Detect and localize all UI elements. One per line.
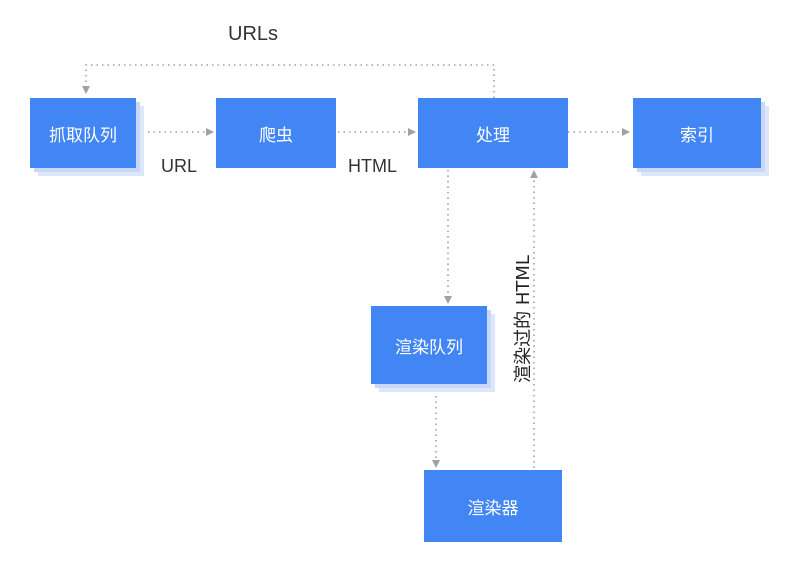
crawl-queue-label: 抓取队列 [30,98,136,168]
render-queue-node: 渲染队列 [371,306,495,394]
html-edge-label: HTML [348,156,397,176]
crawler-node: 爬虫 [216,98,336,168]
urls-edge-label: URLs [228,23,279,45]
index-label: 索引 [633,98,761,168]
processing-node: 处理 [418,98,568,168]
rendered-html-edge-label: 渲染过的 HTML [513,255,534,383]
renderer-label: 渲染器 [424,470,562,542]
crawl-queue-node: 抓取队列 [30,98,144,178]
crawler-label: 爬虫 [216,98,336,168]
arrow-urls-feedback [82,64,495,98]
url-edge-label: URL [161,156,198,176]
render-queue-label: 渲染队列 [371,306,487,384]
index-node: 索引 [633,98,769,178]
renderer-node: 渲染器 [424,470,562,542]
processing-label: 处理 [418,98,568,168]
